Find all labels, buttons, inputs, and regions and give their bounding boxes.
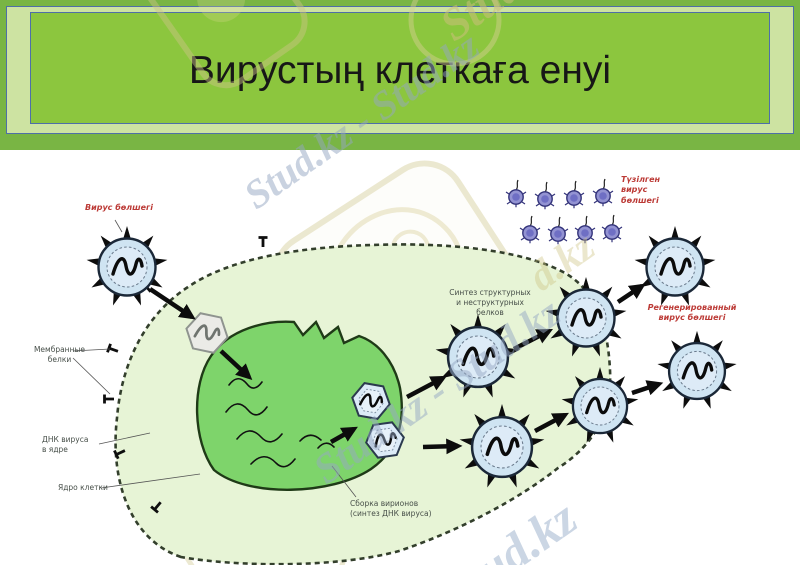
label-viral-dna: ДНК вируса в ядре	[42, 435, 89, 454]
watermark-text: Stud.kz - Stud.kz	[305, 289, 570, 494]
virus-icon	[435, 314, 521, 399]
banner-inner-panel	[30, 12, 770, 124]
new-virus-particle-icons	[505, 178, 623, 245]
capsid-icon	[349, 381, 392, 420]
uncoating-capsid-icon	[183, 311, 232, 355]
watermark-text: d.kz	[520, 223, 604, 301]
virus-icon	[86, 226, 168, 307]
virus-icon	[561, 367, 639, 444]
cell-membrane	[114, 243, 612, 565]
label-cell-nucleus: Ядро клетки	[58, 483, 108, 492]
membrane-protein-icons	[103, 236, 269, 514]
cell-nucleus-shape	[195, 319, 403, 491]
label-virion-assembly: Сборка вирионов (синтез ДНК вируса)	[350, 499, 432, 518]
label-protein-synthesis: Синтез структурных и неструктурных белко…	[449, 288, 531, 317]
virus-icon	[634, 226, 716, 307]
label-pointer-lines	[72, 219, 357, 498]
virus-icon	[657, 331, 738, 410]
label-new-virus-particles: Түзілген вирус бөлшегі	[621, 175, 661, 205]
label-virus-particle: Вирус бөлшегі	[85, 203, 153, 212]
label-membrane-proteins: Мембранные белки	[33, 345, 86, 364]
watermark-text: Stud.kz	[430, 488, 587, 565]
viral-dna-strands	[225, 377, 335, 468]
virus-icon	[545, 277, 627, 358]
label-released-virus: Регенерированный вирус бөлшегі	[647, 303, 737, 323]
slide-title: Вирустың клеткаға енуі	[188, 49, 612, 92]
virus-particle-icons	[86, 226, 737, 489]
capsid-icon	[364, 421, 406, 459]
process-arrows	[148, 283, 664, 455]
virus-icon	[459, 404, 545, 489]
title-banner	[0, 0, 800, 150]
